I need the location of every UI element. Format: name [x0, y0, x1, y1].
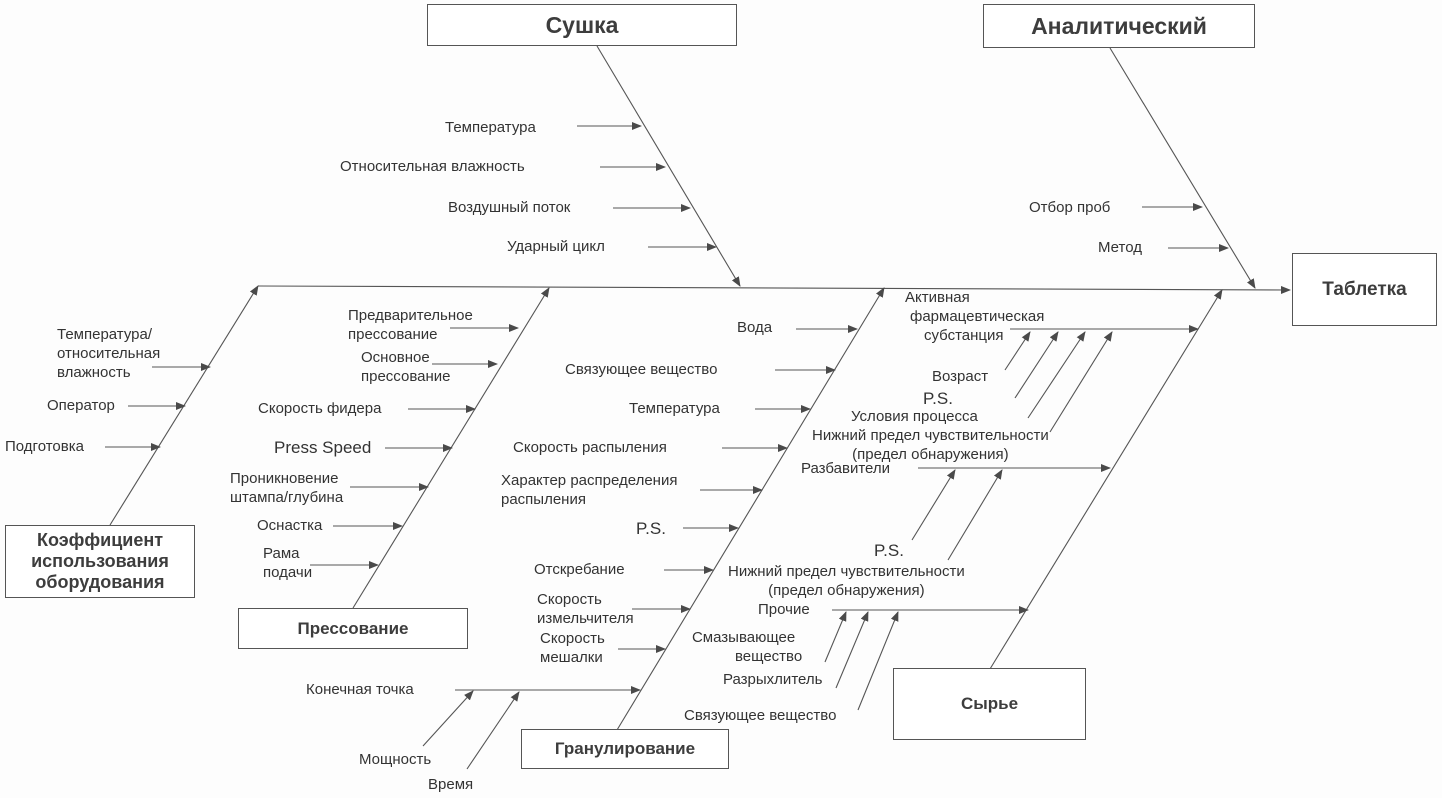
cause-label: Оператор: [47, 397, 115, 414]
cause-label: Относительная влажность: [340, 158, 525, 175]
cause-label: Рама подачи: [263, 544, 312, 582]
subcause-label: P.S.: [923, 389, 953, 408]
cause-label: Скорость мешалки: [540, 629, 605, 667]
cause-label: Вода: [737, 319, 773, 336]
subcause-line: Нижний предел чувствительности: [812, 427, 1049, 444]
cause-line: Скорость: [540, 630, 605, 647]
category-raw-material-box: Сырье: [893, 668, 1086, 740]
subcause-label: Нижний предел чувствительности (предел о…: [728, 562, 965, 600]
subcause-label: Смазывающее вещество: [685, 628, 802, 666]
cause-line: Проникновение: [230, 470, 339, 487]
cause-label: Отбор проб: [1029, 199, 1111, 216]
cause-label: Подготовка: [5, 438, 84, 455]
cause-line: относительная: [57, 345, 161, 362]
cause-line: штампа/глубина: [230, 489, 344, 506]
bone-raw-material: [989, 289, 1223, 670]
cause-line: Основное: [361, 349, 430, 366]
category-analytical-box: Аналитический: [983, 4, 1255, 48]
subcause-line: (предел обнаружения): [768, 582, 925, 599]
subcause-line: Смазывающее: [691, 629, 796, 646]
subcause-label: Условия процесса: [851, 408, 978, 425]
cause-line: фармацевтическая: [910, 308, 1045, 325]
cause-label: Press Speed: [274, 438, 372, 457]
oee-title-line: использования: [31, 551, 169, 571]
subcause-line: (предел обнаружения): [852, 446, 1009, 463]
cause-label: Скорость измельчителя: [537, 590, 634, 628]
cause-line: Температура/: [57, 326, 153, 343]
cause-label: Связующее вещество: [565, 361, 718, 378]
cause-label: Проникновение штампа/глубина: [230, 469, 343, 507]
oee-title-line: Коэффициент: [36, 530, 164, 550]
cause-line: Скорость: [537, 591, 602, 608]
bone-drying: [596, 45, 741, 287]
category-oee-box: Коэффициент использования оборудования: [5, 525, 195, 598]
cause-line: измельчителя: [537, 610, 634, 627]
subcause-label: Возраст: [932, 368, 989, 385]
effect-box: Таблетка: [1292, 253, 1437, 326]
cause-label: Отскребание: [534, 561, 625, 578]
subcause-label: Время: [428, 776, 474, 793]
cause-label: Температура: [629, 400, 720, 417]
cause-label: P.S.: [636, 519, 666, 538]
cause-line: мешалки: [540, 649, 603, 666]
cause-line: Характер распределения: [501, 472, 678, 489]
cause-line: прессование: [348, 326, 438, 343]
subcause-label: Нижний предел чувствительности (предел о…: [812, 426, 1049, 464]
category-pressing-box: Прессование: [238, 608, 468, 649]
cause-label: Воздушный поток: [448, 199, 571, 216]
cause-line: Предварительное: [348, 307, 473, 324]
cause-line: Активная: [905, 289, 970, 306]
subcause-line: вещество: [735, 648, 803, 665]
category-drying-box: Сушка: [427, 4, 737, 46]
cause-line: прессование: [361, 368, 451, 385]
cause-label: Оснастка: [257, 517, 323, 534]
subcause-label: Разрыхлитель: [723, 671, 823, 688]
cause-label: Активная фармацевтическая субстанция: [905, 288, 1044, 345]
category-granulation-box: Гранулирование: [521, 729, 729, 769]
subcause-label: Связующее вещество: [684, 707, 837, 724]
bone-analytical: [1109, 47, 1256, 289]
cause-label: Метод: [1098, 239, 1142, 256]
cause-label: Скорость фидера: [258, 400, 382, 417]
cause-label: Прочие: [758, 601, 810, 618]
cause-label: Предварительное прессование: [348, 306, 473, 344]
cause-label: Температура: [445, 119, 536, 136]
cause-label: Скорость распыления: [513, 439, 667, 456]
cause-line: субстанция: [924, 327, 1004, 344]
cause-label: Конечная точка: [306, 681, 414, 698]
cause-line: влажность: [57, 364, 131, 381]
cause-label: Разбавители: [801, 460, 891, 477]
spine: [257, 285, 1291, 294]
bone-granulation: [616, 287, 885, 731]
cause-label: Ударный цикл: [507, 238, 605, 255]
cause-label: Основное прессование: [361, 348, 450, 386]
subcause-label: P.S.: [874, 541, 904, 560]
cause-line: Рама: [263, 545, 300, 562]
oee-title-line: оборудования: [35, 572, 165, 592]
cause-label: Температура/ относительная влажность: [57, 325, 160, 382]
subcause-line: Нижний предел чувствительности: [728, 563, 965, 580]
cause-label: Характер распределения распыления: [501, 471, 677, 509]
cause-line: подачи: [263, 564, 313, 581]
subcause-label: Мощность: [359, 751, 432, 768]
cause-line: распыления: [501, 491, 586, 508]
